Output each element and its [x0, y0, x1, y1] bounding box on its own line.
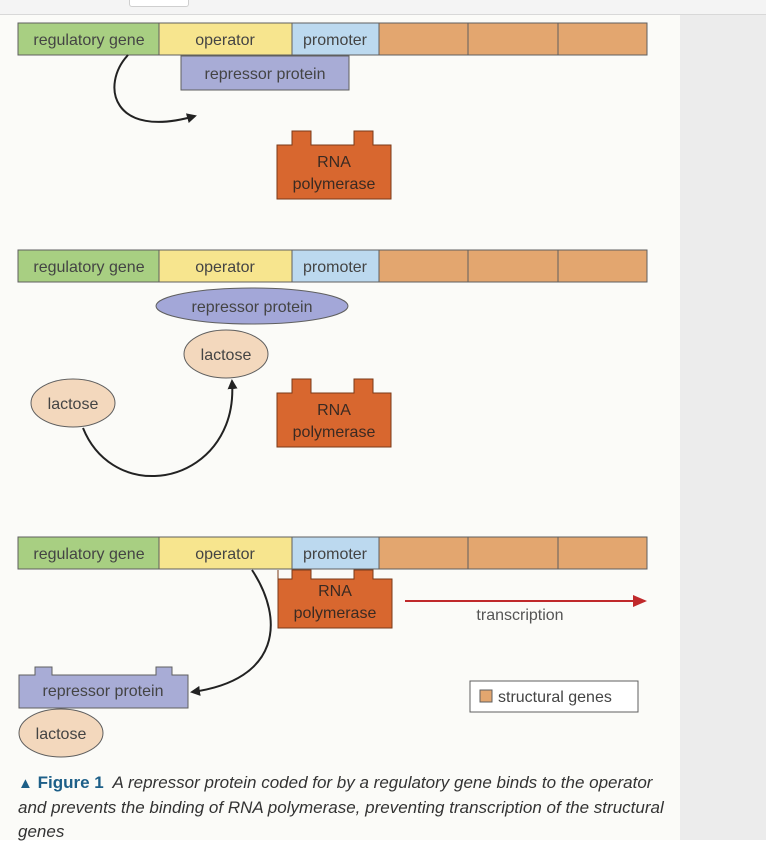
promoter-segment [291, 249, 380, 283]
structural-gene-segment [378, 249, 469, 283]
transcription-label: transcription [476, 607, 563, 624]
regulatory-gene-segment [17, 249, 160, 283]
figure-caption: ▲ Figure 1 A repressor protein coded for… [18, 771, 668, 844]
structural-gene-segment [467, 249, 559, 283]
repressor-protein-ellipse: repressor protein [155, 287, 349, 325]
caption-triangle-icon: ▲ [18, 775, 33, 792]
curved-arrow-operator-release [190, 569, 272, 696]
lactose-attached: lactose [18, 708, 104, 758]
structural-gene-segment [467, 536, 559, 570]
lactose-bound: lactose [183, 329, 269, 379]
repressor-protein-label: repressor protein [43, 683, 164, 700]
repressor-protein-released: repressor protein [18, 666, 189, 709]
side-margin [680, 15, 766, 840]
rna-label: RNA [317, 402, 351, 419]
repressor-protein-label: repressor protein [192, 299, 313, 316]
rna-polymerase-1: RNA polymerase [276, 130, 392, 200]
repressor-protein-box: repressor protein [180, 55, 350, 91]
lactose-label: lactose [36, 726, 87, 743]
rna-polymerase-3: RNA polymerase [277, 569, 393, 629]
operator-label: operator [195, 259, 255, 276]
dna-strand-3: regulatory gene operator promoter [17, 536, 648, 570]
panel-3: regulatory gene operator promoter RNA po… [17, 536, 648, 758]
legend: structural genes [469, 680, 639, 713]
polymerase-label: polymerase [293, 424, 376, 441]
promoter-label: promoter [303, 32, 368, 49]
operator-segment [158, 22, 293, 56]
lactose-label: lactose [201, 347, 252, 364]
polymerase-label: polymerase [293, 176, 376, 193]
structural-gene-segment [557, 22, 648, 56]
regulatory-gene-label: regulatory gene [33, 32, 144, 49]
panel-2: regulatory gene operator promoter repres… [17, 249, 648, 477]
dna-strand-1: regulatory gene operator promoter [17, 22, 648, 56]
polymerase-label: polymerase [294, 605, 377, 622]
regulatory-gene-label: regulatory gene [33, 546, 144, 563]
panel-1: regulatory gene operator promoter repres… [17, 22, 648, 200]
regulatory-gene-label: regulatory gene [33, 259, 144, 276]
operator-label: operator [195, 32, 255, 49]
lactose-label: lactose [48, 396, 99, 413]
structural-gene-segment [557, 536, 648, 570]
caption-figure-number: Figure 1 [37, 773, 104, 792]
legend-box [469, 680, 639, 713]
repressor-protein-label: repressor protein [205, 66, 326, 83]
regulatory-gene-segment [17, 22, 160, 56]
curved-arrow-lactose-to-repressor [82, 379, 238, 477]
promoter-label: promoter [303, 546, 368, 563]
operator-label: operator [195, 546, 255, 563]
structural-gene-segment [378, 536, 469, 570]
lactose-free: lactose [30, 378, 116, 428]
caption-text: A repressor protein coded for by a regul… [18, 773, 664, 841]
regulatory-gene-segment [17, 536, 160, 570]
legend-label: structural genes [498, 689, 612, 706]
structural-gene-segment [378, 22, 469, 56]
operator-segment [158, 249, 293, 283]
structural-gene-segment [557, 249, 648, 283]
operator-segment [158, 536, 293, 570]
promoter-segment [291, 536, 380, 570]
top-strip-button[interactable] [129, 0, 189, 7]
browser-top-strip [0, 0, 766, 15]
promoter-label: promoter [303, 259, 368, 276]
legend-swatch [479, 689, 493, 703]
rna-label: RNA [317, 154, 351, 171]
dna-strand-2: regulatory gene operator promoter [17, 249, 648, 283]
structural-gene-segment [467, 22, 559, 56]
rna-label: RNA [318, 583, 352, 600]
curved-arrow-gene-to-repressor [113, 54, 197, 124]
rna-polymerase-2: RNA polymerase [276, 378, 392, 448]
